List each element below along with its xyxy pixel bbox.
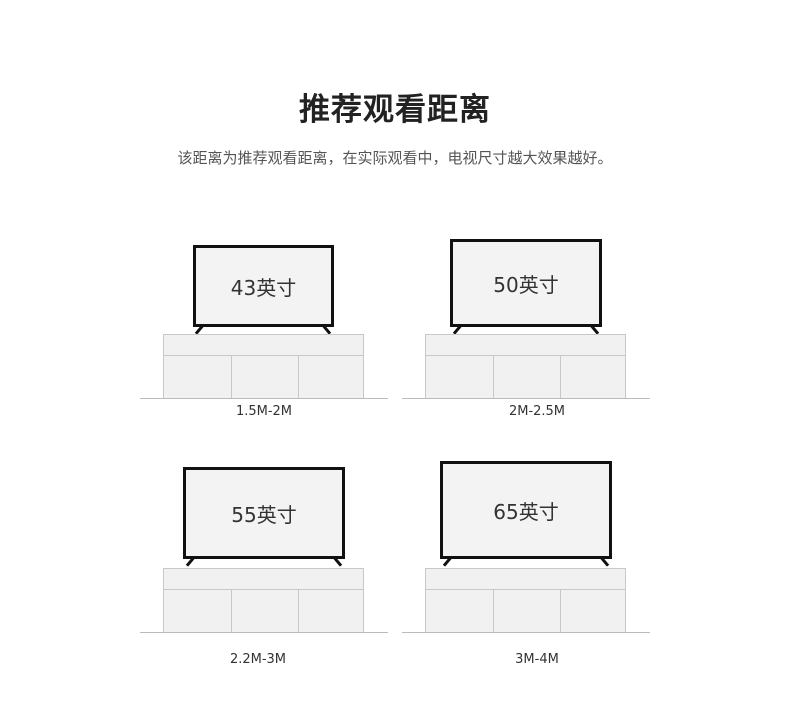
distance-label: 2.2M-3M (229, 652, 287, 667)
tv-cabinet (163, 334, 364, 399)
floor-line (140, 398, 388, 399)
tv-screen: 65英寸 (440, 461, 612, 559)
floor-line (140, 632, 388, 633)
distance-label: 3M-4M (515, 652, 559, 667)
subtitle: 该距离为推荐观看距离，在实际观看中，电视尺寸越大效果越好。 (177, 149, 613, 167)
tv-screen: 43英寸 (193, 245, 334, 327)
tv-cabinet (425, 334, 626, 399)
tv-size-label: 55英寸 (231, 502, 297, 527)
tv-screen: 50英寸 (450, 239, 602, 327)
tv-size-label: 65英寸 (493, 499, 559, 524)
distance-label: 1.5M-2M (235, 404, 293, 419)
tv-screen: 55英寸 (183, 467, 345, 559)
tv-size-label: 50英寸 (493, 272, 559, 297)
tv-cabinet (163, 568, 364, 633)
distance-label: 2M-2.5M (508, 404, 566, 419)
tv-cabinet (425, 568, 626, 633)
page-title: 推荐观看距离 (299, 92, 491, 128)
floor-line (402, 632, 650, 633)
tv-size-label: 43英寸 (230, 275, 297, 300)
floor-line (402, 398, 650, 399)
